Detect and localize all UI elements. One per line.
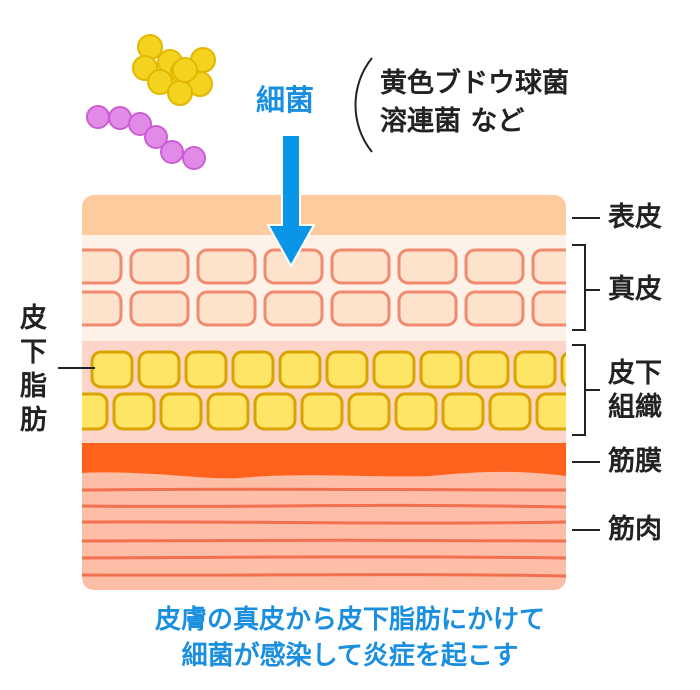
fat-cell bbox=[206, 392, 250, 431]
fat-cell bbox=[325, 350, 369, 389]
arrow-down-icon bbox=[266, 134, 316, 269]
fat-cell bbox=[137, 350, 181, 389]
dermis-cell bbox=[330, 248, 391, 285]
streptococcus-cell bbox=[128, 112, 152, 136]
fat-cell bbox=[394, 392, 438, 431]
streptococcus-cell bbox=[108, 106, 132, 130]
dermis-cell bbox=[129, 290, 190, 327]
streptococcus-cell bbox=[86, 105, 110, 129]
label-fat: 脂 bbox=[20, 371, 47, 402]
streptococcus-cell bbox=[144, 125, 168, 149]
streptococcus-icon bbox=[86, 105, 206, 170]
fat-cell bbox=[466, 350, 510, 389]
fascia-layer bbox=[82, 443, 566, 479]
label-epidermis: 表皮 bbox=[608, 202, 662, 233]
bacteria-example: 溶連菌 など bbox=[380, 106, 525, 137]
label-leaders bbox=[58, 217, 600, 531]
caption-line: 皮膚の真皮から皮下脂肪にかけて bbox=[154, 605, 545, 635]
fat-cell bbox=[535, 392, 566, 431]
fat-cell bbox=[560, 350, 566, 389]
fat-cell bbox=[488, 392, 532, 431]
label-subcutaneous: 皮下 bbox=[608, 358, 662, 389]
fat-cell bbox=[159, 392, 203, 431]
fat-cell bbox=[184, 350, 228, 389]
fat-cell bbox=[441, 392, 485, 431]
epidermis-layer bbox=[82, 195, 566, 235]
coccus bbox=[147, 69, 173, 95]
dermis-cells bbox=[82, 248, 566, 327]
dermis-cell bbox=[531, 290, 566, 327]
dermis-cell bbox=[263, 290, 324, 327]
coccus bbox=[137, 34, 163, 60]
label-fat: 下 bbox=[20, 337, 47, 368]
fat-cell bbox=[90, 350, 134, 389]
dermis-cell bbox=[196, 290, 257, 327]
muscle-fibers bbox=[82, 487, 566, 578]
fat-cell bbox=[347, 392, 391, 431]
fat-cell bbox=[513, 350, 557, 389]
fat-cell bbox=[231, 350, 275, 389]
label-subcutaneous: 組織 bbox=[608, 392, 662, 423]
label-fascia: 筋膜 bbox=[608, 446, 662, 477]
fat-cells bbox=[82, 350, 566, 431]
dermis-cell bbox=[82, 290, 123, 327]
dermis-cell bbox=[330, 290, 391, 327]
dermis-cell bbox=[196, 248, 257, 285]
parenthesis bbox=[354, 57, 373, 153]
fat-cell bbox=[253, 392, 297, 431]
staphylococcus-icon bbox=[132, 34, 216, 106]
streptococcus-cell bbox=[160, 140, 184, 164]
fat-cell bbox=[300, 392, 344, 431]
dermis-cell bbox=[531, 248, 566, 285]
fat-cell bbox=[419, 350, 463, 389]
label-dermis: 真皮 bbox=[608, 274, 662, 305]
label-fat: 皮 bbox=[20, 303, 47, 334]
caption-line: 細菌が感染して炎症を起こす bbox=[181, 641, 519, 671]
fat-cell bbox=[372, 350, 416, 389]
dermis-cell bbox=[464, 290, 525, 327]
fat-cell bbox=[112, 392, 156, 431]
dermis-cell bbox=[464, 248, 525, 285]
bacteria-example: 黄色ブドウ球菌 bbox=[380, 68, 569, 99]
label-fat: 肪 bbox=[20, 405, 47, 436]
coccus bbox=[167, 80, 193, 106]
streptococcus-cell bbox=[182, 146, 206, 170]
bacteria-label: 細菌 bbox=[256, 83, 315, 117]
fat-cell bbox=[278, 350, 322, 389]
dermis-cell bbox=[82, 248, 123, 285]
dermis-cell bbox=[129, 248, 190, 285]
coccus bbox=[172, 57, 198, 83]
dermis-cell bbox=[397, 290, 458, 327]
fat-cell bbox=[82, 392, 109, 431]
dermis-cell bbox=[397, 248, 458, 285]
label-muscle: 筋肉 bbox=[608, 514, 662, 545]
